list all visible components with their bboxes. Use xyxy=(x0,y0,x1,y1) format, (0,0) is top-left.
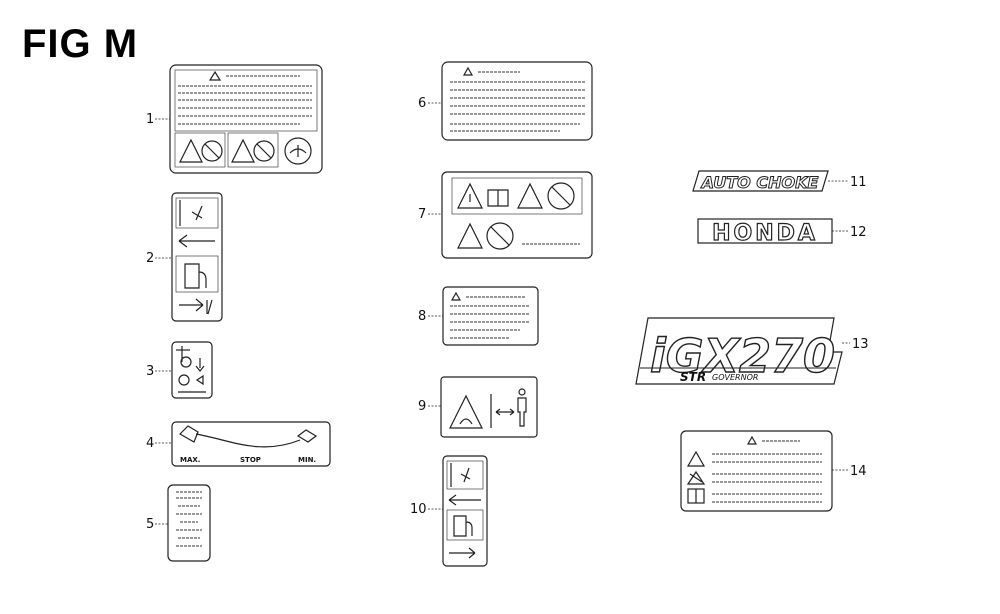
callout-3: 3 xyxy=(146,364,154,379)
callout-1: 1 xyxy=(146,112,154,127)
str-governor-mark: STR xyxy=(680,370,706,384)
igx270-text: iGX270 xyxy=(650,329,835,383)
part-13-igx270-decal[interactable]: iGX270 STR GOVERNOR xyxy=(635,317,843,385)
callout-13: 13 xyxy=(852,337,869,352)
callout-10: 10 xyxy=(410,502,427,517)
figure-title: FIG M xyxy=(22,22,139,66)
callout-14: 14 xyxy=(850,464,867,479)
part-7-pictogram-label[interactable] xyxy=(441,171,593,259)
leader-lines xyxy=(155,102,850,525)
callout-numbers: 1 2 3 4 5 6 7 8 9 10 11 12 13 14 xyxy=(146,96,869,532)
part-10-fuel-switch-label[interactable] xyxy=(442,455,488,567)
part-3-choke-label[interactable] xyxy=(171,341,213,399)
callout-12: 12 xyxy=(850,225,867,240)
part-4-throttle-label[interactable]: MAX. STOP MIN. xyxy=(171,421,331,467)
part-1-warning-label[interactable] xyxy=(169,64,323,174)
callout-2: 2 xyxy=(146,251,154,266)
part-14-warning-label[interactable] xyxy=(680,430,833,512)
callout-6: 6 xyxy=(418,96,426,111)
throttle-max-label: MAX. xyxy=(180,456,200,464)
part-5-instruction-label[interactable] xyxy=(167,484,211,562)
honda-text: HONDA xyxy=(712,221,818,246)
part-2-fuel-switch-label[interactable] xyxy=(171,192,223,322)
callout-5: 5 xyxy=(146,517,154,532)
part-12-honda-decal[interactable]: HONDA xyxy=(697,218,833,247)
callout-7: 7 xyxy=(418,207,426,222)
part-11-auto-choke-decal[interactable]: AUTO CHOKE xyxy=(692,170,829,193)
part-6-warning-label[interactable] xyxy=(441,61,593,141)
callout-9: 9 xyxy=(418,399,426,414)
throttle-min-label: MIN. xyxy=(298,456,316,464)
auto-choke-text: AUTO CHOKE xyxy=(700,173,819,192)
part-9-safety-distance-label[interactable] xyxy=(440,376,538,438)
callout-4: 4 xyxy=(146,436,154,451)
governor-text: GOVERNOR xyxy=(712,373,758,382)
part-8-warning-label[interactable] xyxy=(442,286,539,346)
callout-11: 11 xyxy=(850,175,867,190)
callout-8: 8 xyxy=(418,309,426,324)
throttle-stop-label: STOP xyxy=(240,456,261,464)
